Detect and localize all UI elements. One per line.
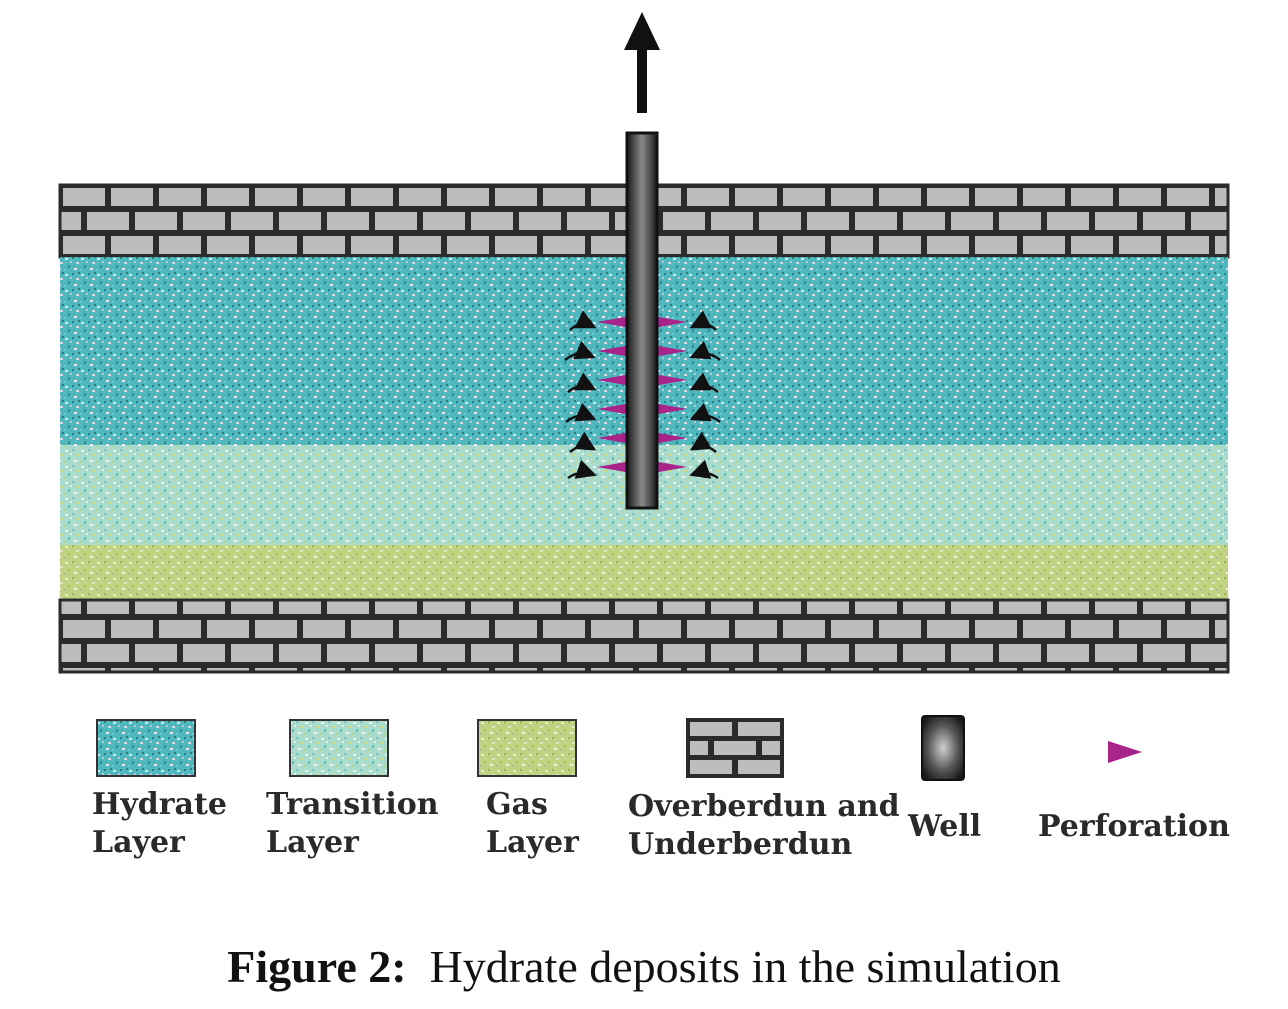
legend-swatch-transition: [289, 719, 389, 777]
legend-label-perforation: Perforation: [1038, 809, 1230, 844]
legend-label-well: Well: [908, 809, 982, 844]
figure-caption: Figure 2: Hydrate deposits in the simula…: [0, 940, 1288, 993]
legend-swatch-gas: [477, 719, 577, 777]
legend-swatch-perforation: [1108, 741, 1142, 763]
legend-label-overburden: Overberdun and Underberdun: [628, 789, 900, 862]
legend-label-hydrate: Hydrate Layer: [92, 787, 227, 860]
figure-caption-text: Hydrate deposits in the simulation: [429, 941, 1061, 992]
legend-label-gas: Gas Layer: [486, 787, 579, 860]
production-arrow: [624, 12, 660, 113]
legend-swatch-overburden: [686, 718, 784, 778]
well: [625, 131, 659, 510]
legend-swatch-well: [921, 715, 965, 781]
flow-arrows: [564, 310, 721, 480]
hydrate-deposit-diagram: [58, 12, 1230, 781]
figure-caption-prefix: Figure 2:: [227, 941, 407, 992]
gas-layer: [60, 545, 1228, 600]
legend-label-transition: Transition Layer: [266, 787, 439, 860]
legend-swatch-hydrate: [96, 719, 196, 777]
underburden-layer: [58, 598, 1230, 674]
